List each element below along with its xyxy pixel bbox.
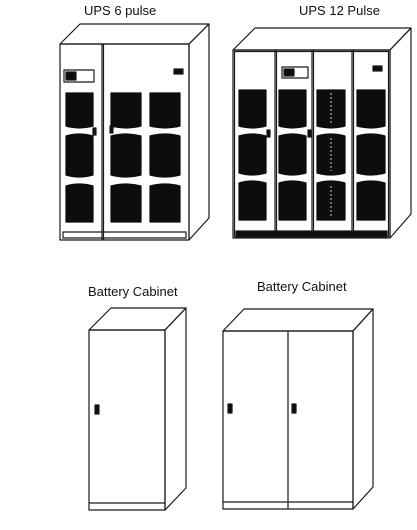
ups-6-display-panel xyxy=(63,69,95,83)
battery-cabinet-1 xyxy=(88,307,187,511)
ups-6-vent-panels xyxy=(65,92,181,223)
battery-cabinet-1-handle xyxy=(94,404,100,415)
battery-cabinet-2-handle-left xyxy=(227,403,233,414)
battery-cabinet-2-label: Battery Cabinet xyxy=(257,279,347,294)
ups-6-pulse-cabinet xyxy=(59,23,210,241)
ups-12-handle-right xyxy=(307,129,312,138)
ups-12-pulse-label: UPS 12 Pulse xyxy=(299,3,380,18)
ups-6-handle-right xyxy=(109,125,114,134)
battery-cabinet-2-handle-right xyxy=(291,403,297,414)
battery-cabinet-1-label: Battery Cabinet xyxy=(88,284,178,299)
ups-12-handle-left xyxy=(266,129,271,138)
ups-6-indicator xyxy=(173,68,184,75)
ups-12-indicator xyxy=(372,65,383,72)
battery-cabinet-2 xyxy=(222,308,374,510)
ups-6-pulse-label: UPS 6 pulse xyxy=(84,3,157,18)
ups-12-display-panel xyxy=(281,66,309,79)
ups-12-pulse-cabinet xyxy=(232,27,412,239)
ups-6-handle-left xyxy=(92,127,97,136)
